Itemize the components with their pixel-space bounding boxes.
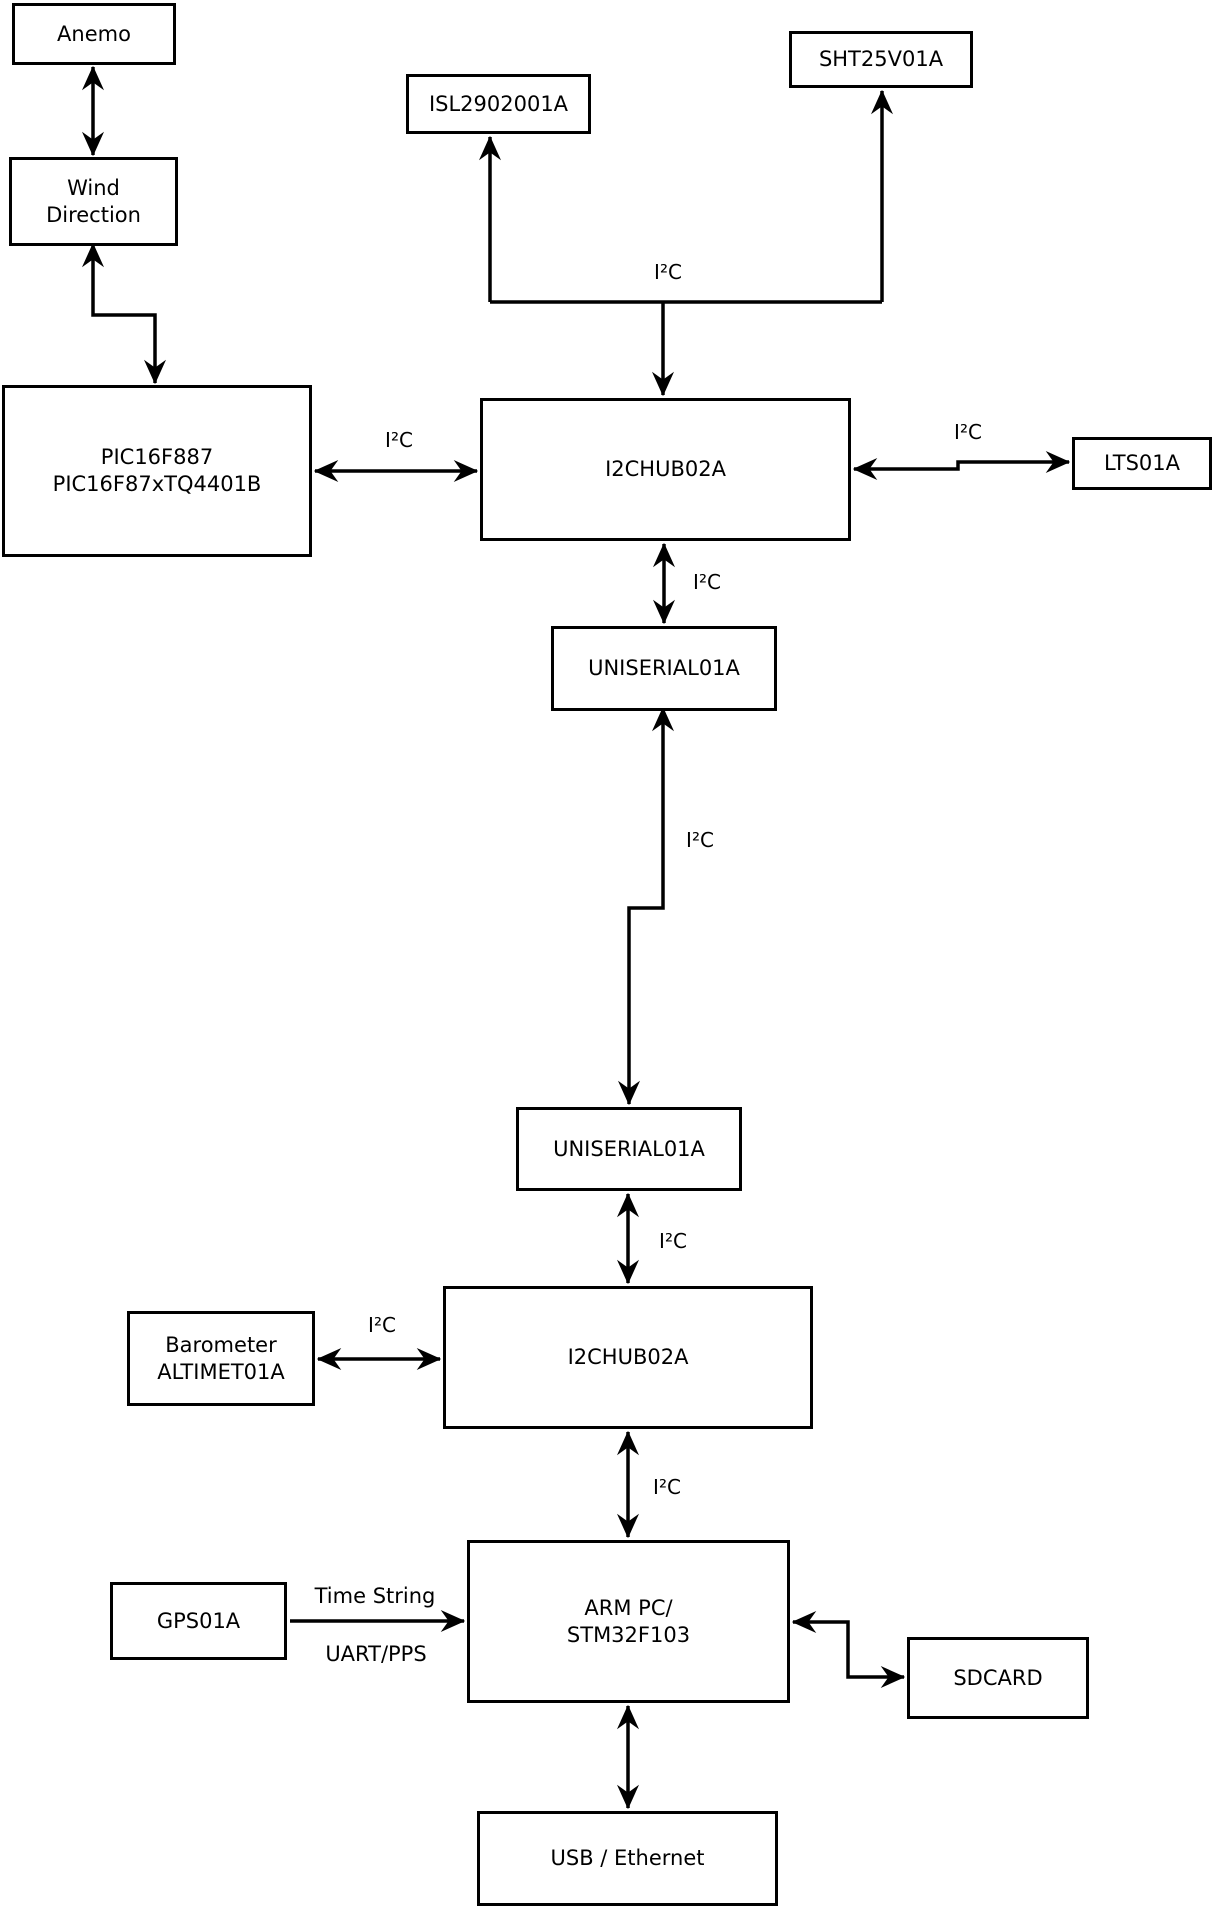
edge-label-pic-hub-i2c: I²C xyxy=(385,428,413,452)
node-usb-ethernet-label: USB / Ethernet xyxy=(550,1846,705,1870)
node-i2chub02a-bottom-label: I2CHUB02A xyxy=(567,1345,689,1369)
node-i2chub02a-bottom: I2CHUB02A xyxy=(443,1286,813,1429)
edge-label-uniserial-link-i2c: I²C xyxy=(686,828,714,852)
node-wind-direction-line1: Wind xyxy=(67,175,120,200)
edge-label-barometer-hub2-i2c: I²C xyxy=(368,1313,396,1337)
node-wind-direction-line2: Direction xyxy=(46,202,141,227)
node-wind-direction: Wind Direction xyxy=(9,157,178,246)
node-lts01a-label: LTS01A xyxy=(1103,451,1181,475)
node-pic16f887-line1: PIC16F887 xyxy=(100,445,214,469)
edge-arm-sdcard xyxy=(791,1610,906,1689)
node-uniserial01a-bottom-label: UNISERIAL01A xyxy=(553,1136,705,1161)
node-sht25v01a-label: SHT25V01A xyxy=(818,47,944,71)
node-isl2902001a-label: ISL2902001A xyxy=(428,91,569,116)
node-pic16f887: PIC16F887 PIC16F87xTQ4401B xyxy=(2,385,312,557)
node-barometer-line1: Barometer xyxy=(165,1332,277,1357)
node-usb-ethernet: USB / Ethernet xyxy=(477,1811,778,1906)
node-sdcard-label: SDCARD xyxy=(953,1665,1043,1690)
edge-wind-pic xyxy=(81,242,167,385)
edge-label-bus-i2c: I²C xyxy=(654,260,682,284)
node-anemo-label: Anemo xyxy=(57,21,131,46)
edge-label-hub-uniserial-i2c: I²C xyxy=(693,570,721,594)
edge-label-hub2-arm-i2c: I²C xyxy=(653,1475,681,1499)
edge-label-hub-lts-i2c: I²C xyxy=(954,420,982,444)
node-barometer-line2: ALTIMET01A xyxy=(157,1359,285,1384)
node-uniserial01a-top-label: UNISERIAL01A xyxy=(588,656,740,680)
edge-label-time-string: Time String xyxy=(314,1584,436,1608)
node-gps01a: GPS01A xyxy=(110,1582,287,1660)
node-lts01a: LTS01A xyxy=(1072,437,1212,490)
edge-uniserial-link xyxy=(617,706,675,1106)
node-anemo: Anemo xyxy=(12,3,176,65)
edge-hub-lts xyxy=(852,450,1071,481)
node-uniserial01a-top: UNISERIAL01A xyxy=(551,626,777,711)
edge-label-uniserial-hub2-i2c: I²C xyxy=(659,1229,687,1253)
node-uniserial01a-bottom: UNISERIAL01A xyxy=(516,1107,742,1191)
node-gps01a-label: GPS01A xyxy=(156,1608,241,1633)
node-barometer-altimet01a: Barometer ALTIMET01A xyxy=(127,1311,315,1406)
edge-label-uart-pps: UART/PPS xyxy=(325,1642,427,1666)
node-sdcard: SDCARD xyxy=(907,1637,1089,1719)
node-arm-pc-line1: ARM PC/ xyxy=(584,1595,673,1620)
node-i2chub02a-top-label: I2CHUB02A xyxy=(605,457,726,481)
node-isl2902001a: ISL2902001A xyxy=(406,74,591,134)
node-pic16f887-line2: PIC16F87xTQ4401B xyxy=(52,472,262,496)
node-sht25v01a: SHT25V01A xyxy=(789,31,973,88)
node-arm-pc-stm32f103: ARM PC/ STM32F103 xyxy=(467,1540,790,1703)
node-i2chub02a-top: I2CHUB02A xyxy=(480,398,851,541)
node-arm-pc-line2: STM32F103 xyxy=(566,1622,691,1647)
